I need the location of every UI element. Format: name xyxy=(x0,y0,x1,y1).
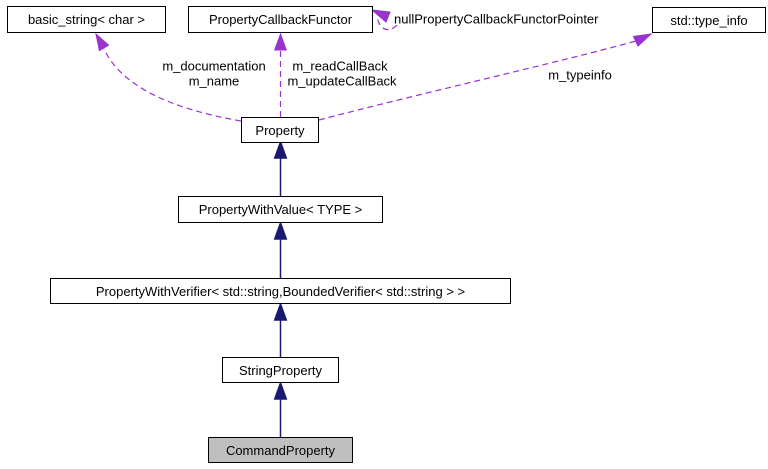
arrowhead-usage-basicstring xyxy=(95,32,110,52)
node-property[interactable]: Property xyxy=(241,117,319,143)
edge-label-m-typeinfo: m_typeinfo xyxy=(548,67,612,83)
edge-label-m-updatecallback: m_updateCallBack xyxy=(287,73,397,89)
edge-label-m-name: m_name xyxy=(188,73,240,89)
arrowhead-usage-propertycallbackfunctor-right xyxy=(370,9,391,23)
edge-label-m-readcallback: m_readCallBack xyxy=(292,58,388,74)
node-property-with-verifier[interactable]: PropertyWithVerifier< std::string,Bounde… xyxy=(50,278,511,304)
edge-label-null-property-callback-functor-pointer: nullPropertyCallbackFunctorPointer xyxy=(394,11,599,27)
arrowhead-inheritance-propertywithvalue xyxy=(273,220,288,240)
node-command-property: CommandProperty xyxy=(208,437,353,463)
node-string-property[interactable]: StringProperty xyxy=(222,357,339,383)
node-property-with-value[interactable]: PropertyWithValue< TYPE > xyxy=(178,196,383,223)
arrowhead-inheritance-propertywithverifier xyxy=(273,301,288,321)
node-std-type-info[interactable]: std::type_info xyxy=(652,7,766,33)
arrowhead-usage-stdtypeinfo xyxy=(632,33,653,47)
arrowhead-inheritance-property xyxy=(273,139,288,159)
arrowhead-inheritance-stringproperty xyxy=(273,380,288,400)
node-basic-string[interactable]: basic_string< char > xyxy=(7,6,166,33)
arrowhead-usage-propertycallbackfunctor-bottom xyxy=(273,32,288,51)
edge-label-m-documentation: m_documentation xyxy=(162,58,266,74)
node-property-callback-functor[interactable]: PropertyCallbackFunctor xyxy=(188,6,373,33)
